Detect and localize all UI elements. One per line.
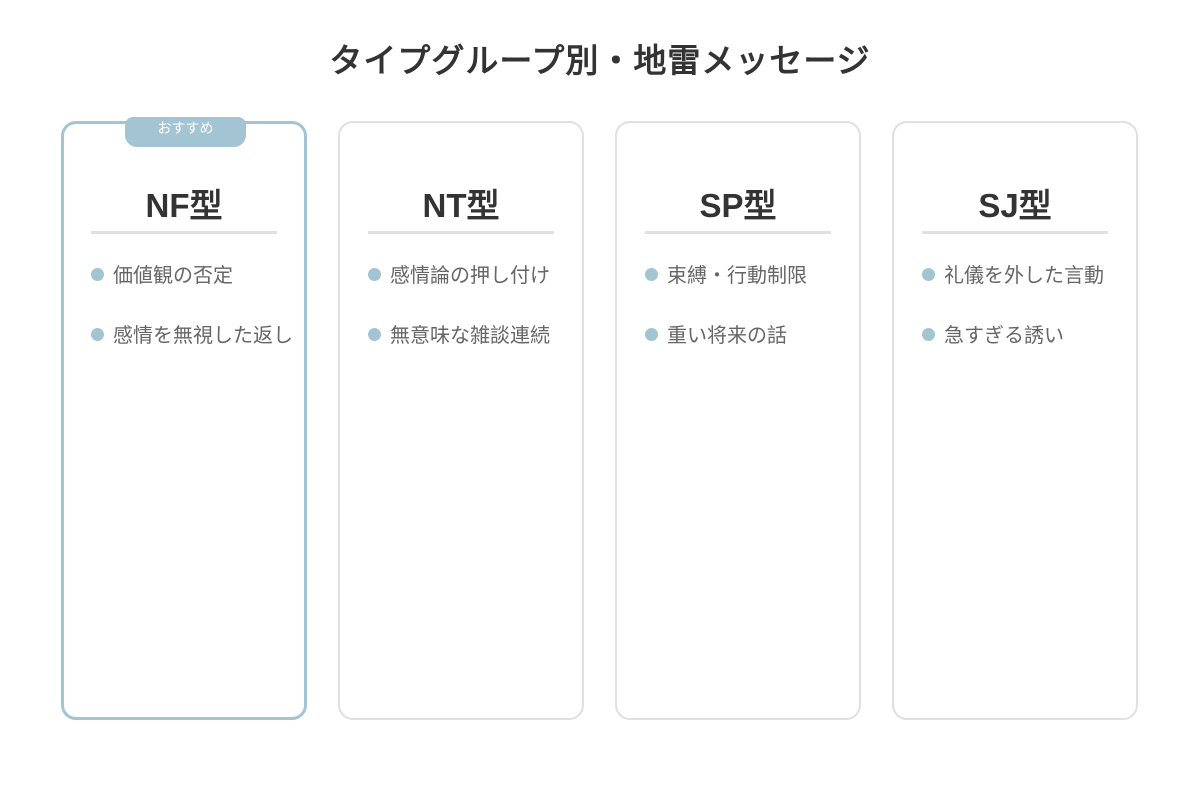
item-text: 急すぎる誘い <box>944 322 1064 347</box>
divider <box>91 231 277 234</box>
card-title: NF型 <box>145 187 223 224</box>
bullet-dot-icon <box>645 267 658 281</box>
card-sp: SP型 束縛・行動制限 重い将来の話 <box>615 121 861 720</box>
card-sj: SJ型 礼儀を外した言動 急すぎる誘い <box>892 121 1138 720</box>
card-nf: おすすめ NF型 価値観の否定 感情を無視した返し <box>61 117 307 720</box>
card-title: SP型 <box>699 187 777 224</box>
page-title: タイプグループ別・地雷メッセージ <box>329 41 871 80</box>
item-list: 感情論の押し付け 無意味な雑談連続 <box>368 258 628 378</box>
list-item: 価値観の否定 <box>91 258 351 288</box>
bullet-dot-icon <box>645 327 658 341</box>
list-item: 束縛・行動制限 <box>645 258 905 288</box>
item-text: 感情論の押し付け <box>390 262 550 287</box>
item-text: 価値観の否定 <box>113 262 233 287</box>
divider <box>368 231 554 234</box>
item-text: 感情を無視した返し <box>113 322 293 347</box>
card-nt: NT型 感情論の押し付け 無意味な雑談連続 <box>338 121 584 720</box>
list-item: 感情を無視した返し <box>91 318 351 348</box>
bullet-dot-icon <box>91 327 104 341</box>
bullet-dot-icon <box>91 267 104 281</box>
list-item: 重い将来の話 <box>645 318 905 348</box>
item-text: 礼儀を外した言動 <box>944 262 1104 287</box>
list-item: 感情論の押し付け <box>368 258 628 288</box>
bullet-dot-icon <box>368 267 381 281</box>
divider <box>922 231 1108 234</box>
recommended-badge: おすすめ <box>125 117 246 147</box>
card-title: SJ型 <box>978 187 1052 224</box>
card-title: NT型 <box>422 187 500 224</box>
bullet-dot-icon <box>922 267 935 281</box>
divider <box>645 231 831 234</box>
item-text: 束縛・行動制限 <box>667 262 807 287</box>
list-item: 礼儀を外した言動 <box>922 258 1182 288</box>
bullet-dot-icon <box>922 327 935 341</box>
list-item: 急すぎる誘い <box>922 318 1182 348</box>
item-list: 礼儀を外した言動 急すぎる誘い <box>922 258 1182 378</box>
item-text: 無意味な雑談連続 <box>390 322 550 347</box>
item-text: 重い将来の話 <box>667 322 787 347</box>
item-list: 価値観の否定 感情を無視した返し <box>91 258 351 378</box>
item-list: 束縛・行動制限 重い将来の話 <box>645 258 905 378</box>
bullet-dot-icon <box>368 327 381 341</box>
list-item: 無意味な雑談連続 <box>368 318 628 348</box>
